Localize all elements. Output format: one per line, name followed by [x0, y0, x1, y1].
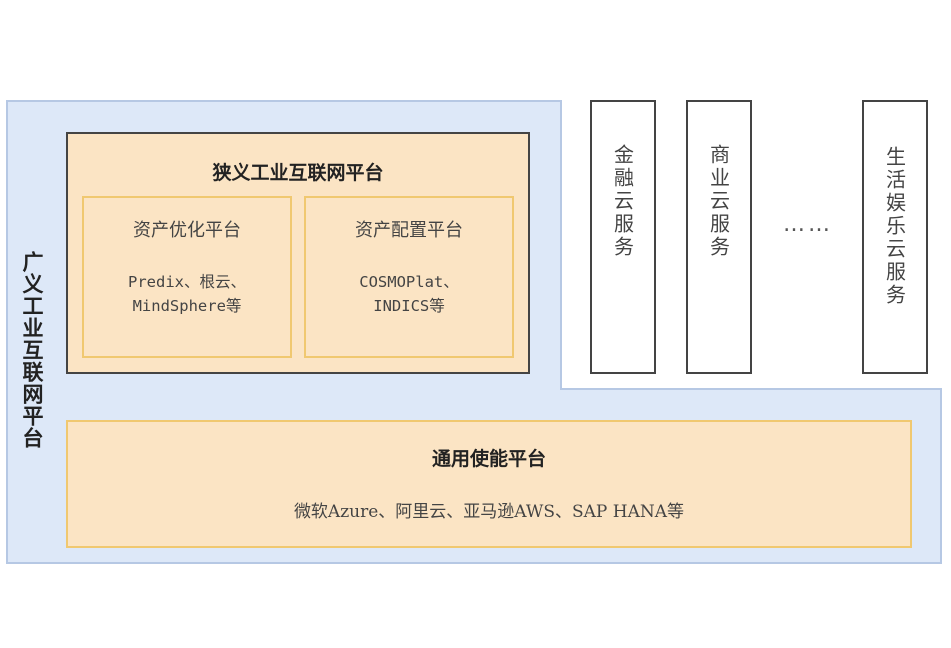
- service-lifestyle-cloud: 生活娱乐云服务: [862, 100, 928, 374]
- narrow-platform-title: 狭义工业互联网平台: [212, 162, 384, 184]
- general-enabling-platform: 通用使能平台 微软Azure、阿里云、亚马逊AWS、SAP HANA等: [66, 420, 912, 548]
- broad-platform-edge: [560, 388, 942, 390]
- asset-configuration-platform: 资产配置平台 COSMOPlat、 INDICS等: [304, 196, 514, 358]
- sub-platform-desc: COSMOPlat、 INDICS等: [359, 273, 459, 315]
- service-finance-cloud: 金融云服务: [590, 100, 656, 374]
- general-platform-desc: 微软Azure、阿里云、亚马逊AWS、SAP HANA等: [293, 502, 685, 522]
- sub-platform-desc: Predix、根云、 MindSphere等: [128, 273, 246, 315]
- service-label: 金融云服务: [610, 144, 635, 259]
- sub-platform-title: 资产配置平台: [355, 220, 463, 241]
- general-platform-title: 通用使能平台: [431, 448, 546, 470]
- ellipsis-dots: ……: [783, 212, 833, 237]
- service-business-cloud: 商业云服务: [686, 100, 752, 374]
- broad-platform-title: 广义工业互联网平台: [20, 251, 44, 449]
- sub-platform-title: 资产优化平台: [133, 220, 241, 241]
- service-label: 生活娱乐云服务: [882, 146, 907, 307]
- service-label: 商业云服务: [706, 144, 731, 259]
- asset-optimization-platform: 资产优化平台 Predix、根云、 MindSphere等: [82, 196, 292, 358]
